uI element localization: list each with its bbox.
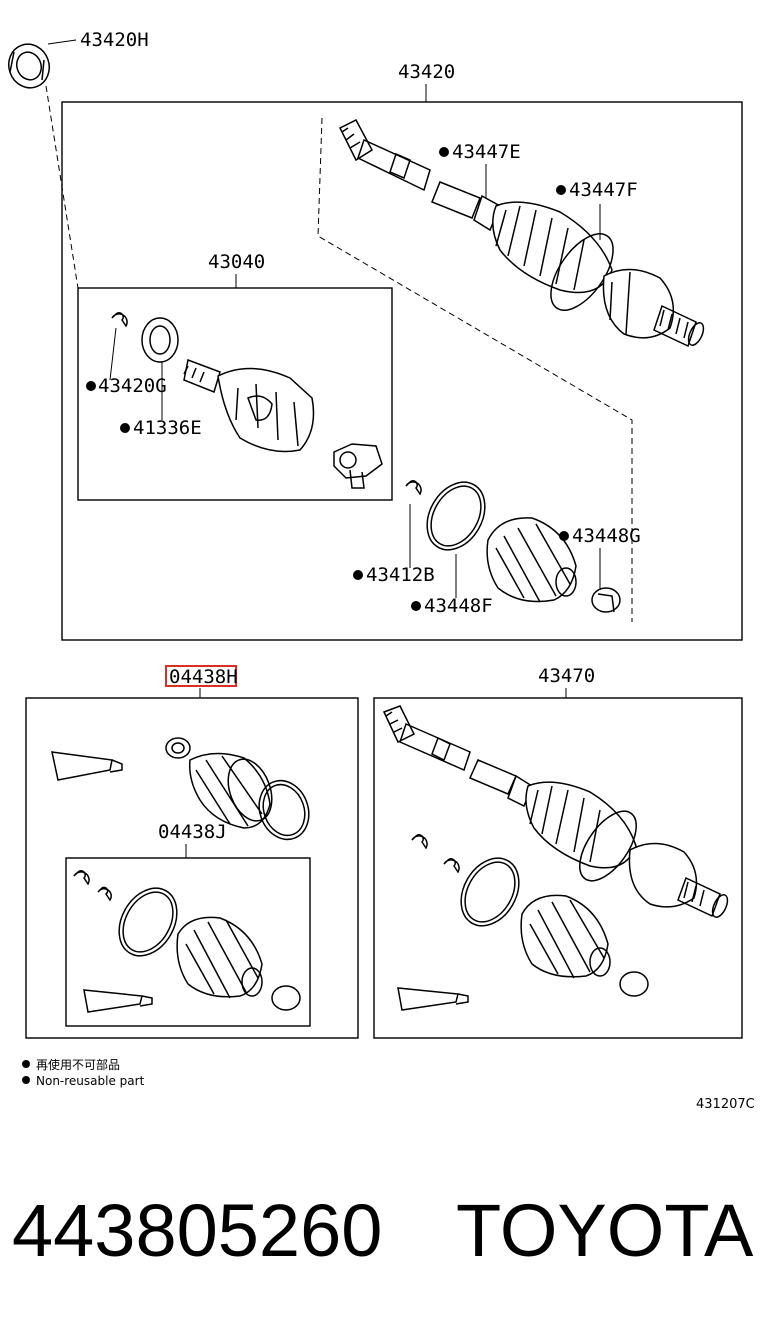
legend-english: Non-reusable part (36, 1074, 145, 1088)
box-43470 (373, 697, 743, 1039)
box-04438J (65, 857, 311, 1027)
box-04438H (25, 697, 359, 1039)
label-41336E: 41336E (133, 417, 202, 439)
drive-shaft-43420 (338, 119, 705, 348)
label-04438J: 04438J (158, 821, 227, 843)
boot-kit-04438H (51, 737, 310, 841)
label-43447F: 43447F (569, 179, 638, 201)
label-43420: 43420 (398, 61, 455, 83)
label-43470: 43470 (538, 665, 595, 687)
label-04438H[interactable]: 04438H (169, 666, 238, 688)
box-43420 (61, 101, 743, 641)
box-43040 (77, 287, 393, 501)
drive-shaft-43470 (382, 705, 729, 1011)
inboard-boot-parts (405, 480, 621, 613)
label-43420G: 43420G (98, 375, 167, 397)
part-number: 443805260 (12, 1189, 382, 1272)
label-43448F: 43448F (424, 595, 493, 617)
legend-japanese: 再使用不可部品 (36, 1057, 120, 1072)
diagram-reference-code: 431207C (696, 1097, 755, 1112)
highlight-04438H[interactable] (165, 665, 237, 687)
label-43447E: 43447E (452, 141, 521, 163)
label-43420H: 43420H (80, 29, 149, 51)
inboard-joint-43040 (111, 312, 383, 489)
oil-seal-43420H (8, 43, 50, 89)
label-43040: 43040 (208, 251, 265, 273)
label-43412B: 43412B (366, 564, 435, 586)
brand-name: TOYOTA (456, 1189, 754, 1272)
label-43448G: 43448G (572, 525, 641, 547)
boot-kit-04438J (73, 870, 301, 1013)
